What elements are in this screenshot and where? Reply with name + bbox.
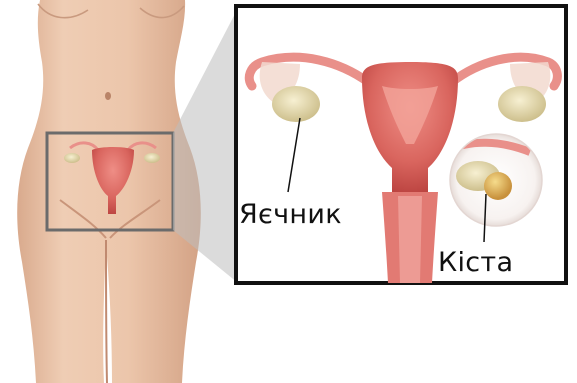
small-right-ovary bbox=[144, 153, 160, 163]
cyst-label: Кіста bbox=[438, 249, 513, 276]
left-ovary bbox=[272, 86, 320, 122]
ovary-label: Яєчник bbox=[239, 201, 342, 228]
small-left-ovary bbox=[64, 153, 80, 163]
right-ovary bbox=[498, 86, 546, 122]
cyst-shape bbox=[484, 172, 512, 200]
